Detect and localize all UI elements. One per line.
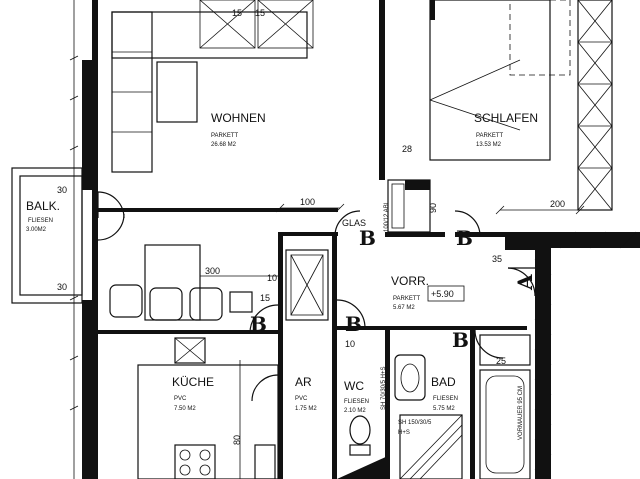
dim-15-a: 15 xyxy=(232,8,242,18)
room-area-bad: 5.75 M2 xyxy=(433,406,455,412)
marker-b-bath: B xyxy=(452,328,469,352)
room-area-wohnen: 26.68 M2 xyxy=(211,142,237,148)
dim-10-a: 10 xyxy=(267,273,277,283)
bath-fixtures xyxy=(394,334,531,479)
west-wall-outer-lower xyxy=(82,300,92,479)
marker-b-glas: B xyxy=(359,226,376,250)
room-area-wc: 2.10 M2 xyxy=(344,408,366,414)
kitchen-north-wall xyxy=(98,330,278,334)
sofa xyxy=(111,11,308,173)
marker-a: A xyxy=(513,274,537,291)
dim-15-c: 15 xyxy=(260,293,270,303)
west-wall xyxy=(92,0,98,479)
room-area-ar: 1.75 M2 xyxy=(295,406,317,412)
room-area-vorraum: 5.67 M2 xyxy=(393,305,415,311)
room-floor-bad: FLIESEN xyxy=(433,396,458,402)
marker-b-wc: B xyxy=(345,312,362,336)
room-name-wohnen: WOHNEN xyxy=(211,111,266,125)
installation-shaft xyxy=(387,179,431,233)
dim-200: 200 xyxy=(550,199,565,209)
dining-set xyxy=(109,244,253,321)
corridor-south-wall xyxy=(337,326,527,330)
room-floor-schlafen: PARKETT xyxy=(476,133,504,139)
room-floor-kueche: PVC xyxy=(174,396,187,402)
balcony xyxy=(11,167,83,304)
dim-15-b: 15 xyxy=(255,8,265,18)
storage-north-wall xyxy=(278,232,338,236)
room-name-wc: WC xyxy=(344,379,364,393)
marker-b-corridor: B xyxy=(456,226,473,250)
wc-west-wall xyxy=(332,232,337,479)
dim-28: 28 xyxy=(402,144,412,154)
label-sh-bad: SH 150/30/5 xyxy=(398,420,432,426)
room-name-bad: BAD xyxy=(431,375,456,389)
label-sh-wc: SH 70/30/5 H+S xyxy=(381,366,387,410)
bedroom-west-wall xyxy=(379,0,385,180)
bath-east-wall xyxy=(470,326,475,479)
doors xyxy=(97,191,536,402)
room-area-kueche: 7.50 M2 xyxy=(174,406,196,412)
label-glas: GLAS xyxy=(342,218,366,228)
chimney-block xyxy=(405,180,430,190)
room-name-balkon: BALK. xyxy=(26,199,60,213)
dimension-lines xyxy=(200,203,585,479)
storage-shelf xyxy=(285,249,329,321)
room-floor-wc: FLIESEN xyxy=(344,399,369,405)
kitchen-east-wall xyxy=(278,232,283,479)
room-floor-balkon: FLIESEN xyxy=(28,218,53,224)
room-name-vorraum: VORR. xyxy=(391,274,429,288)
stair-wall xyxy=(530,232,640,248)
dim-35: 35 xyxy=(492,254,502,264)
dim-25: 25 xyxy=(496,356,506,366)
bed xyxy=(429,0,571,161)
level-marker-box xyxy=(427,285,465,302)
room-name-schlafen: SCHLAFEN xyxy=(474,111,538,125)
west-wall-outer-upper xyxy=(82,60,92,190)
label-vormauer: VORMAUER 95 CM xyxy=(518,386,524,440)
dim-30-a: 30 xyxy=(57,185,67,195)
room-floor-wohnen: PARKETT xyxy=(211,133,239,139)
dim-100: 100 xyxy=(300,197,315,207)
living-south-wall xyxy=(98,208,338,212)
walls xyxy=(82,0,640,479)
east-wall-hatching xyxy=(534,231,637,471)
bedroom-wall-stub xyxy=(430,0,435,20)
dim-300: 300 xyxy=(205,266,220,276)
floor-level-vorraum: +5.90 xyxy=(431,289,454,299)
stair-wall-block xyxy=(505,232,535,250)
dim-10-b: 10 xyxy=(345,339,355,349)
marker-b-kitchen: B xyxy=(250,312,267,336)
kitchen-fittings xyxy=(137,337,279,479)
room-floor-vorraum: PARKETT xyxy=(393,296,421,302)
room-area-schlafen: 13.53 M2 xyxy=(476,142,502,148)
dim-30-b: 30 xyxy=(57,282,67,292)
label-shaft: 100/12 ABL xyxy=(384,200,390,232)
shaft-south-wall xyxy=(385,232,445,237)
skylights xyxy=(199,0,314,49)
east-wall xyxy=(535,248,551,479)
wc-east-wall xyxy=(385,330,390,479)
dim-80: 80 xyxy=(232,435,242,445)
west-dimension-chain xyxy=(69,0,79,479)
room-name-ar: AR xyxy=(295,375,312,389)
dim-90: 90 xyxy=(428,203,438,213)
room-floor-ar: PVC xyxy=(295,396,308,402)
room-name-kueche: KÜCHE xyxy=(172,375,214,389)
room-area-balkon: 3.00M2 xyxy=(26,227,47,233)
label-hs: H+S xyxy=(398,430,410,436)
wc-fixtures xyxy=(337,415,390,479)
wardrobe xyxy=(577,0,613,211)
